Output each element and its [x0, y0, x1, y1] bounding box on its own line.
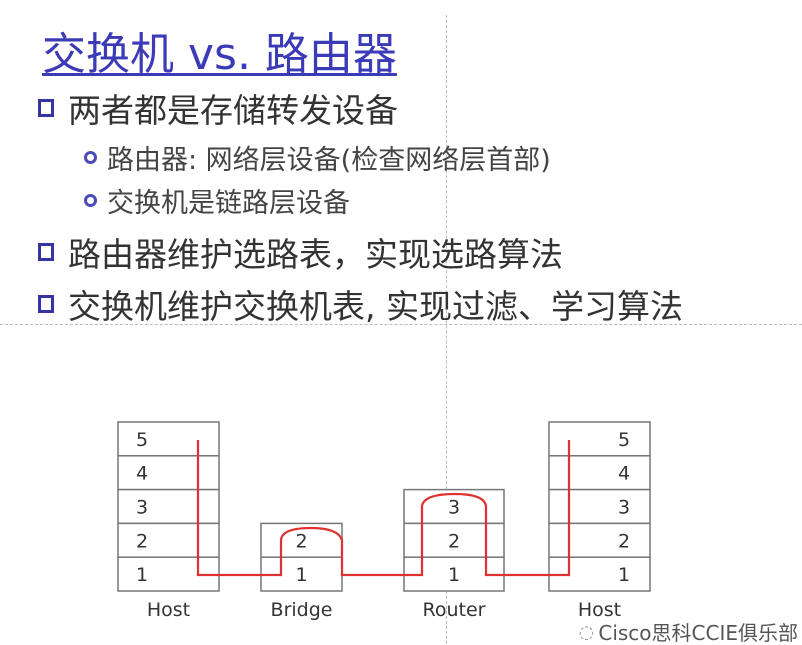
layer-number: 2	[295, 530, 307, 552]
layer-box	[117, 488, 220, 525]
data-path-line	[196, 440, 571, 577]
circle-bullet-icon	[84, 151, 97, 164]
sub-bullet-text: 路由器: 网络层设备(检查网络层首部)	[107, 145, 551, 176]
device-label: Host	[578, 599, 621, 621]
bullet-item: 路由器维护选路表，实现选路算法	[38, 228, 563, 276]
square-bullet-icon	[38, 243, 54, 261]
layer-box	[117, 455, 220, 491]
layer-box	[117, 522, 220, 558]
layer-number: 3	[448, 497, 460, 519]
device-label: Host	[147, 599, 190, 621]
layer-box	[548, 488, 651, 525]
watermark-text: Cisco思科CCIE俱乐部	[598, 621, 798, 645]
guide-line-horizontal	[0, 324, 802, 325]
layer-box	[548, 455, 651, 491]
layer-number: 1	[618, 564, 630, 586]
device-label: Router	[423, 599, 486, 621]
layer-number: 1	[295, 564, 307, 586]
bullet-item: 交换机维护交换机表, 实现过滤、学习算法	[38, 280, 683, 328]
sub-bullet-text: 交换机是链路层设备	[107, 188, 350, 219]
wechat-icon: ◌	[578, 622, 595, 643]
layer-box	[548, 421, 651, 457]
layer-number: 2	[448, 530, 460, 552]
guide-line-vertical	[446, 15, 447, 644]
layer-number: 3	[618, 497, 630, 519]
bullet-text: 交换机维护交换机表, 实现过滤、学习算法	[68, 287, 683, 326]
slide-title: 交换机 vs. 路由器	[42, 29, 397, 80]
square-bullet-icon	[38, 295, 54, 313]
circle-bullet-icon	[84, 194, 97, 207]
layer-number: 4	[618, 463, 630, 485]
sub-bullet-item: 交换机是链路层设备	[84, 181, 350, 220]
layer-number: 1	[136, 564, 148, 586]
layer-number: 5	[136, 429, 148, 451]
layer-number: 2	[136, 530, 148, 552]
bullet-item: 两者都是存储转发设备	[38, 84, 398, 132]
layer-number: 5	[618, 429, 630, 451]
device-label: Bridge	[271, 599, 333, 621]
layer-box	[548, 522, 651, 558]
sub-bullet-item: 路由器: 网络层设备(检查网络层首部)	[84, 138, 551, 177]
watermark: ◌Cisco思科CCIE俱乐部	[578, 621, 798, 645]
bullet-text: 两者都是存储转发设备	[68, 91, 398, 130]
layer-number: 3	[136, 497, 148, 519]
layer-number: 4	[136, 463, 148, 485]
layer-number: 1	[448, 564, 460, 586]
layer-box	[117, 421, 220, 457]
square-bullet-icon	[38, 99, 54, 117]
bullet-text: 路由器维护选路表，实现选路算法	[68, 235, 563, 274]
layer-box	[403, 488, 505, 525]
layer-number: 2	[618, 530, 630, 552]
